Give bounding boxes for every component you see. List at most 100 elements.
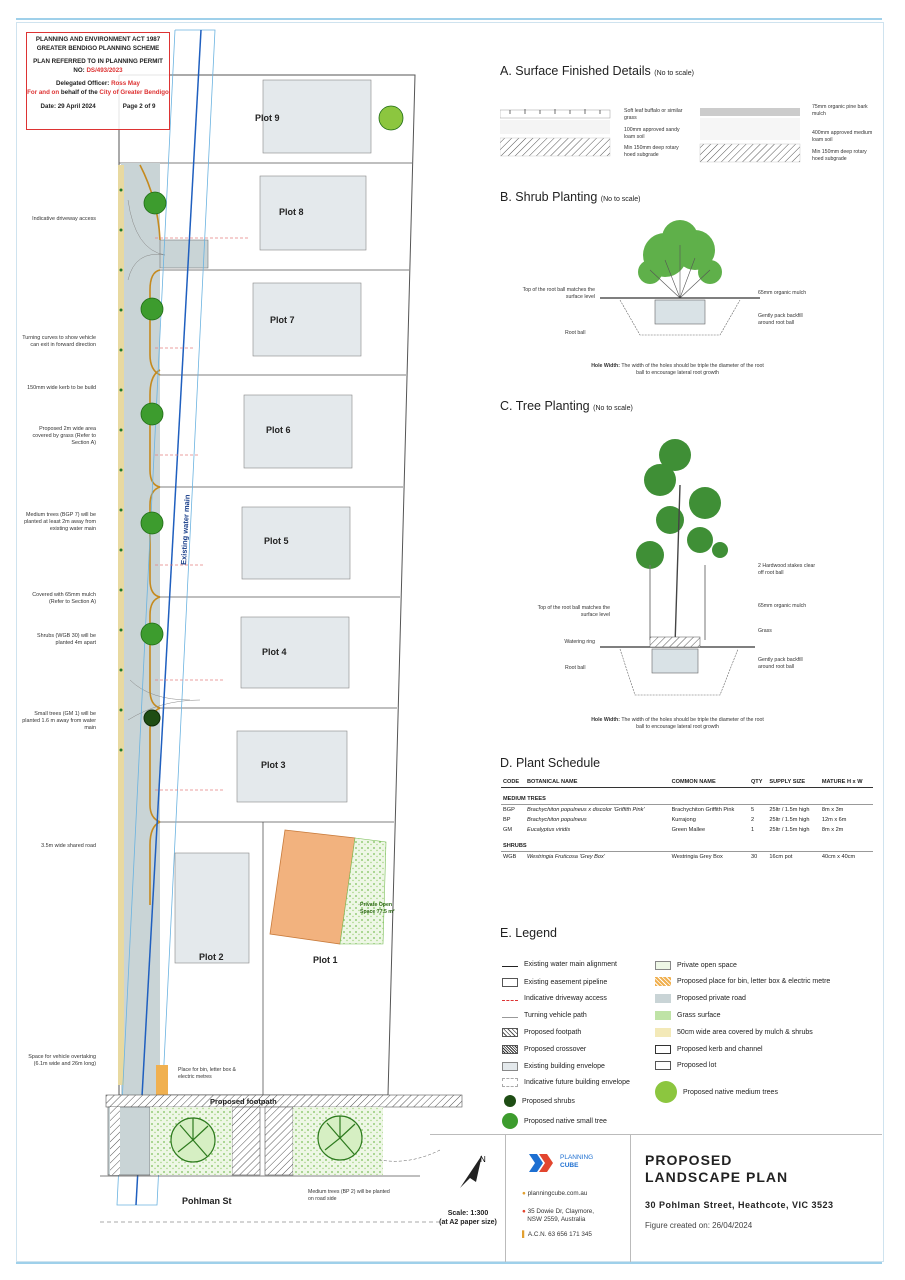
annotation-overtaking: Space for vehicle overtaking (6.1m wide … <box>28 1054 96 1067</box>
plot-8-label: Plot 8 <box>279 207 304 217</box>
legend-private-open-space: Private open space <box>655 961 737 970</box>
cell-code: BGP <box>503 807 515 813</box>
section-a-label-grass: Soft leaf buffalo or similar grass <box>624 108 683 121</box>
col-common: COMMON NAME <box>669 777 749 788</box>
legend-future-envelope: Indicative future building envelope <box>502 1078 630 1087</box>
tree-label-grass: Grass <box>758 628 772 634</box>
drawing-sheet <box>16 22 884 1262</box>
shrub-label-top-root: Top of the root ball matches the surface… <box>522 287 595 300</box>
planning-cube-logo-icon <box>529 1154 553 1172</box>
col-botanical: BOTANICAL NAME <box>525 777 670 788</box>
annotation-small-trees: Small trees (GM 1) will be planted 1.6 m… <box>22 711 96 731</box>
annotation-grass-area: Proposed 2m wide area covered by grass (… <box>32 426 96 446</box>
footpath-label: Proposed footpath <box>210 1097 277 1106</box>
section-b-title: B. Shrub Planting (No to scale) <box>500 190 641 204</box>
table-row: BGP Brachychiton populneus x discolor 'G… <box>501 805 873 816</box>
section-a-label-loam: 400mm approved medium loam soil <box>812 130 873 143</box>
annotation-driveway: Indicative driveway access <box>32 216 96 222</box>
tree-label-root-ball: Root ball <box>565 665 586 671</box>
section-c-title: C. Tree Planting (No to scale) <box>500 399 633 413</box>
plot-6-label: Plot 6 <box>266 425 291 435</box>
sheet-top-border <box>16 18 882 20</box>
stamp-permit-no: DS/493/2023 <box>86 67 123 74</box>
section-a-diagram <box>500 108 801 163</box>
plot-7-label: Plot 7 <box>270 315 295 325</box>
scale-line-1: Scale: 1:300 <box>447 1210 489 1217</box>
annotation-shrubs: Shrubs (WGB 30) will be planted 4m apart <box>36 633 96 646</box>
cell-qty: 1 <box>750 827 755 833</box>
group-shrubs: SHRUBS <box>501 835 873 852</box>
site-address: 30 Pohlman Street, Heathcote, VIC 3523 <box>645 1200 834 1210</box>
scale-note: Scale: 1:300 (at A2 paper size) <box>432 1209 504 1227</box>
legend-grass-surface: Grass surface <box>655 1011 721 1020</box>
cell-mature: 40cm x 40cm <box>821 854 856 860</box>
cell-code: BP <box>503 817 511 823</box>
water-main-label: Existing water main <box>179 494 192 565</box>
annotation-kerb: 150mm wide kerb to be build <box>27 385 96 391</box>
shrub-label-mulch: 65mm organic mulch <box>758 290 807 296</box>
cell-common: Kurrajong <box>671 817 696 823</box>
annotation-mulch: Covered with 65mm mulch (Refer to Sectio… <box>32 592 96 605</box>
legend-kerb: Proposed kerb and channel <box>655 1045 763 1054</box>
planning-permit-stamp: PLANNING AND ENVIRONMENT ACT 1987 GREATE… <box>26 32 170 130</box>
col-code: CODE <box>501 777 525 788</box>
legend-turning-path: Turning vehicle path <box>502 1012 587 1019</box>
legend-crossover: Proposed crossover <box>502 1045 586 1054</box>
plot-5-label: Plot 5 <box>264 536 289 546</box>
cell-supply: 25ltr / 1.5m high <box>769 807 810 813</box>
legend-small-tree: Proposed native small tree <box>502 1113 607 1129</box>
stamp-behalf-city: City of Greater Bendigo <box>99 89 169 96</box>
tree-planting-diagram <box>600 439 755 696</box>
cell-botanical: Brachychiton populneus <box>527 817 587 823</box>
shrub-label-backfill: Gently pack backfill around root ball <box>758 313 803 326</box>
shrub-planting-diagram <box>600 220 760 336</box>
stamp-officer-name: Ross May <box>111 80 140 87</box>
private-open-space-label: Private Open Space 77.5 m² <box>360 902 395 915</box>
cell-common: Westringia Grey Box <box>671 854 723 860</box>
legend-water-main: Existing water main alignment <box>502 961 617 968</box>
table-row: GM Eucalyptus viridis Green Mallee 1 25l… <box>501 825 873 835</box>
plot-9-label: Plot 9 <box>255 113 280 123</box>
brand-line-1: PLANNING <box>560 1154 594 1161</box>
brand-name: PLANNING CUBE <box>560 1154 593 1170</box>
cell-botanical: Brachychiton populneus x discolor 'Griff… <box>527 807 645 813</box>
table-row: BP Brachychiton populneus Kurrajong 2 25… <box>501 815 873 825</box>
section-a-title: A. Surface Finished Details (No to scale… <box>500 64 694 78</box>
stamp-scheme: GREATER BENDIGO PLANNING SCHEME <box>36 45 160 52</box>
stamp-plan-ref: PLAN REFERRED TO IN PLANNING PERMIT <box>33 58 163 65</box>
legend-driveway: Indicative driveway access <box>502 995 607 1002</box>
stamp-behalf-text: behalf of the <box>60 89 98 96</box>
cell-common: Green Mallee <box>671 827 706 833</box>
stamp-page: Page 2 of 9 <box>122 103 156 110</box>
legend-footpath: Proposed footpath <box>502 1028 581 1037</box>
plot-3-label: Plot 3 <box>261 760 286 770</box>
legend-lot: Proposed lot <box>655 1061 716 1070</box>
legend-easement: Existing easement pipeline <box>502 978 607 987</box>
stamp-permit-label: NO: <box>73 67 85 74</box>
legend-bin-place: Proposed place for bin, letter box & ele… <box>655 977 830 986</box>
col-supply: SUPPLY SIZE <box>767 777 820 788</box>
plant-schedule-table: CODE BOTANICAL NAME COMMON NAME QTY SUPP… <box>501 777 873 862</box>
tree-label-mulch: 65mm organic mulch <box>758 603 807 609</box>
cell-qty: 5 <box>750 807 755 813</box>
section-a-label-sandy: 100mm approved sandy loam soil <box>624 127 680 140</box>
cell-qty: 2 <box>750 817 755 823</box>
col-qty: QTY <box>748 777 768 788</box>
legend-private-road: Proposed private road <box>655 994 746 1003</box>
cell-supply: 25ltr / 1.5m high <box>769 817 810 823</box>
section-a-label-subgrade2: Min 150mm deep rotary hoed subgrade <box>812 149 867 162</box>
shrub-label-root-ball: Root ball <box>565 330 586 336</box>
bin-note: Place for bin, letter box & electric met… <box>178 1067 236 1080</box>
legend-building-envelope: Existing building envelope <box>502 1062 605 1071</box>
cell-code: WGB <box>503 854 517 860</box>
drawing-title: PROPOSED LANDSCAPE PLAN <box>645 1152 788 1186</box>
svg-text:N: N <box>480 1155 486 1164</box>
street-label: Pohlman St <box>182 1196 232 1206</box>
section-e-title: E. Legend <box>500 926 557 940</box>
legend-mulch-area: 50cm wide area covered by mulch & shrubs <box>655 1028 813 1037</box>
plot-2-label: Plot 2 <box>199 952 224 962</box>
cell-supply: 16cm pot <box>769 854 793 860</box>
scale-line-2: (at A2 paper size) <box>439 1219 497 1226</box>
sheet-bottom-border <box>16 1262 882 1264</box>
col-mature: MATURE H x W <box>819 777 873 788</box>
